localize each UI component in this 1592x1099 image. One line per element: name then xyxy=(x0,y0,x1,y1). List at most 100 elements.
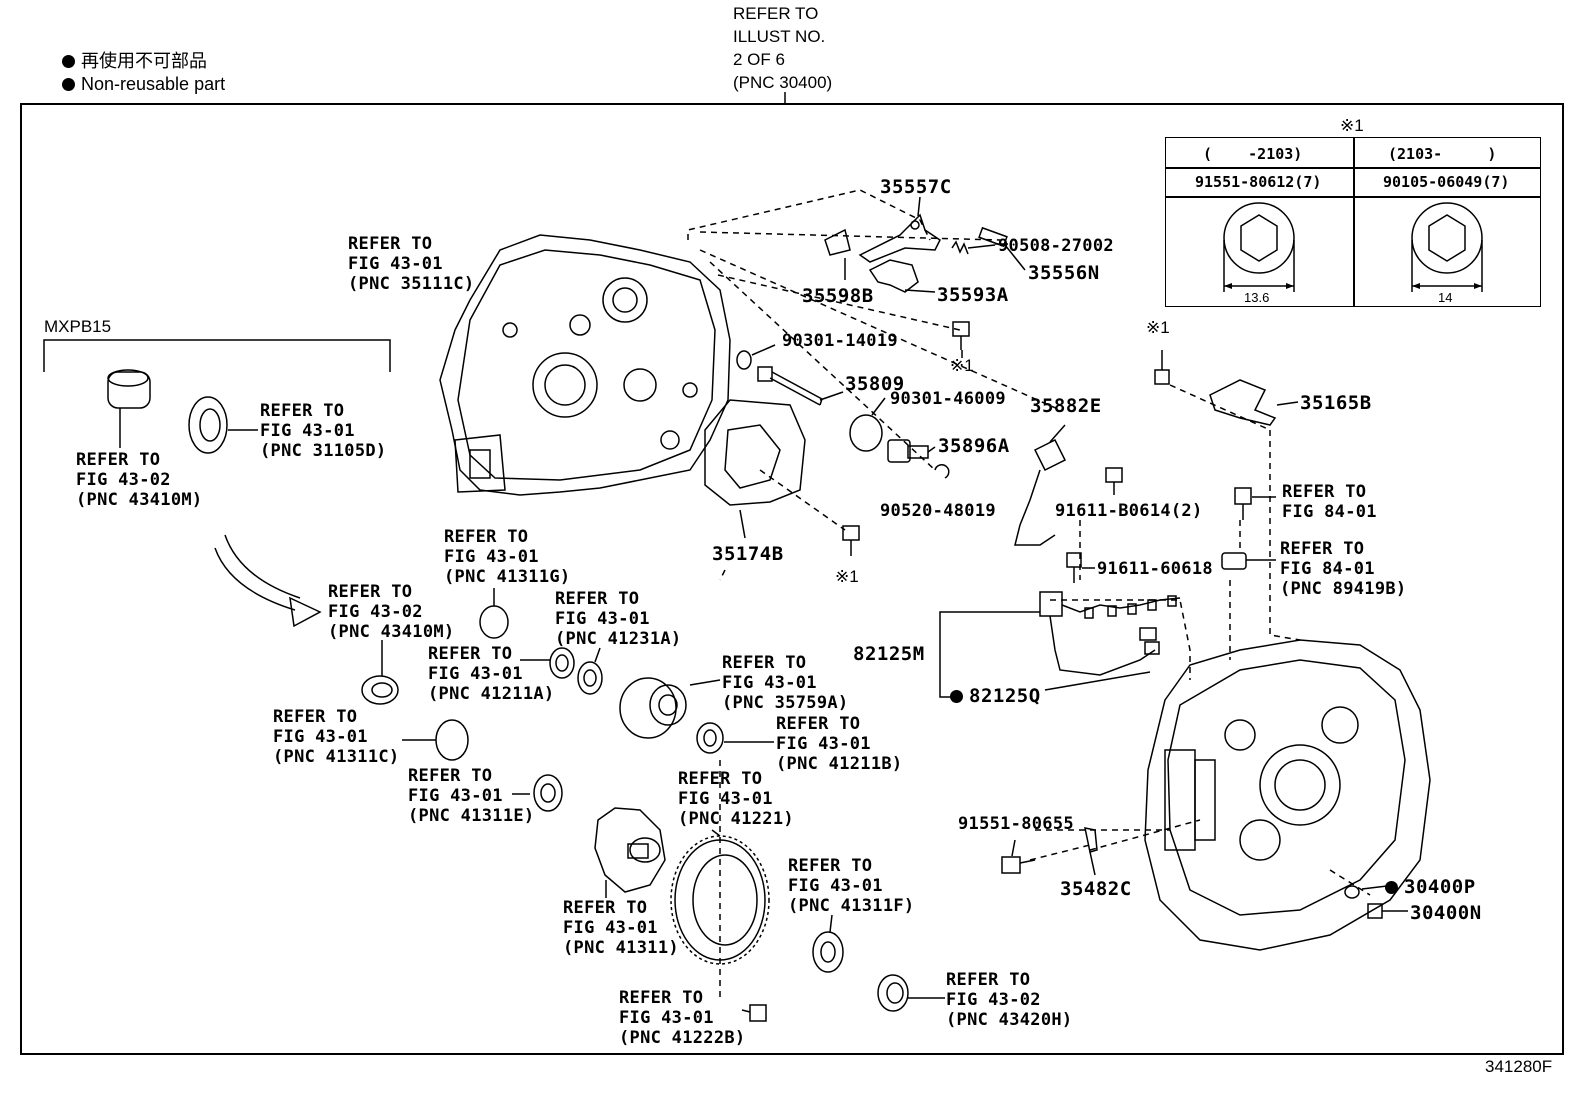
shim-41311e-drawing[interactable] xyxy=(512,774,563,812)
gear-35896a-drawing[interactable] xyxy=(887,439,936,463)
table-part-left[interactable]: 91551-80612(7) xyxy=(1195,173,1322,191)
ref-35759a-l2: FIG 43-01 xyxy=(722,673,817,693)
part-90301-14019[interactable]: 90301-14019 xyxy=(782,331,898,351)
ring-gear-41221-drawing[interactable] xyxy=(670,829,770,965)
transaxle-case-drawing[interactable] xyxy=(1144,639,1431,951)
table-head-right: (2103- ) xyxy=(1388,145,1497,163)
part-90301-46009[interactable]: 90301-46009 xyxy=(890,389,1006,409)
shim-41311g-drawing[interactable] xyxy=(479,605,509,639)
part-35557c[interactable]: 35557C xyxy=(880,176,952,198)
bolt-84-01-drawing[interactable] xyxy=(1234,487,1276,520)
race-41211a-drawing[interactable] xyxy=(520,647,575,679)
bolt-35165b-drawing[interactable] xyxy=(1154,350,1170,385)
bracket-35593a-drawing[interactable] xyxy=(868,259,919,293)
ref-41311-l1: REFER TO xyxy=(563,898,648,918)
part-90520-48019[interactable]: 90520-48019 xyxy=(880,501,996,521)
part-35482c[interactable]: 35482C xyxy=(1060,878,1132,900)
bullet-icon xyxy=(62,78,75,91)
part-91611-b0614[interactable]: 91611-B0614(2) xyxy=(1055,501,1203,521)
refer-top-l1[interactable]: REFER TO xyxy=(733,4,819,23)
part-35598b[interactable]: 35598B xyxy=(802,285,874,307)
o-ring-90301-14019-drawing[interactable] xyxy=(736,350,752,370)
gear-35759a-drawing[interactable] xyxy=(619,677,721,739)
race-41211b-drawing[interactable] xyxy=(696,722,774,754)
shim-41311c-drawing[interactable] xyxy=(435,719,469,761)
ref-35111c-l3: (PNC 35111C) xyxy=(348,274,475,294)
ref-43410m-a-l2: FIG 43-02 xyxy=(76,470,171,490)
bearing-41231a-drawing[interactable] xyxy=(577,647,603,695)
bracket-35882e-drawing[interactable] xyxy=(1014,424,1067,546)
part-35174b[interactable]: 35174B xyxy=(712,543,784,565)
spring-90508-drawing[interactable] xyxy=(951,240,996,255)
part-35882e[interactable]: 35882E xyxy=(1030,395,1102,417)
bolt-91611-60618-drawing[interactable] xyxy=(1066,552,1095,583)
ref-41311g-l1: REFER TO xyxy=(444,527,529,547)
plug-30400n-drawing[interactable] xyxy=(1367,903,1408,919)
refer-top-l4[interactable]: (PNC 30400) xyxy=(733,73,833,92)
part-35165b[interactable]: 35165B xyxy=(1300,392,1372,414)
refer-top-l2[interactable]: ILLUST NO. xyxy=(733,27,826,46)
part-91611-60618[interactable]: 91611-60618 xyxy=(1097,559,1213,579)
legend-ja: 再使用不可部品 xyxy=(62,49,207,73)
snap-ring-90520-drawing[interactable] xyxy=(934,464,950,479)
bolt-41222b-drawing[interactable] xyxy=(741,1004,767,1022)
table-part-right[interactable]: 90105-06049(7) xyxy=(1383,173,1510,191)
ref-89419b-l2: FIG 84-01 xyxy=(1280,559,1375,579)
bracket-35557c-drawing[interactable] xyxy=(858,213,941,263)
part-35809[interactable]: 35809 xyxy=(845,373,905,395)
bearing-43410m-b-drawing[interactable] xyxy=(361,640,399,705)
shim-35598b-drawing[interactable] xyxy=(824,228,851,256)
part-30400p[interactable]: 30400P xyxy=(1385,876,1476,898)
cover-35174b-drawing[interactable] xyxy=(704,399,806,539)
shim-41311f-drawing[interactable] xyxy=(812,914,844,973)
wire-harness-82125m-drawing[interactable] xyxy=(939,591,1181,698)
bearing-43410m-a-drawing[interactable] xyxy=(107,369,151,448)
ref-41221-l1: REFER TO xyxy=(678,769,763,789)
part-90508-27002[interactable]: 90508-27002 xyxy=(998,236,1114,256)
sensor-89419b-drawing[interactable] xyxy=(1221,552,1276,570)
part-30400n[interactable]: 30400N xyxy=(1410,902,1482,924)
part-91551-80655[interactable]: 91551-80655 xyxy=(958,814,1074,834)
part-35896a[interactable]: 35896A xyxy=(938,435,1010,457)
part-35593a[interactable]: 35593A xyxy=(937,284,1009,306)
pin-35556n-drawing[interactable] xyxy=(978,226,1026,271)
ref-41222b-l1: REFER TO xyxy=(619,988,704,1008)
part-82125q[interactable]: 82125Q xyxy=(950,685,1041,707)
seal-31105d-drawing[interactable] xyxy=(188,396,258,454)
o-ring-90301-46009-drawing[interactable] xyxy=(849,414,883,452)
refer-top-l3[interactable]: 2 OF 6 xyxy=(733,50,785,69)
bracket-35165b-drawing[interactable] xyxy=(1209,379,1299,426)
bolt-91611-b0614-drawing[interactable] xyxy=(1105,467,1123,495)
bearing-43420h-drawing[interactable] xyxy=(877,974,945,1012)
transaxle-housing-drawing[interactable] xyxy=(439,234,731,496)
ref-31105d-l2: FIG 43-01 xyxy=(260,421,355,441)
differential-case-41311-drawing[interactable] xyxy=(594,807,666,898)
bracket-35482c-drawing[interactable] xyxy=(1084,827,1098,876)
part-82125m[interactable]: 82125M xyxy=(853,643,925,665)
bolt-35174b-drawing[interactable] xyxy=(842,525,860,556)
shaft-35809-drawing[interactable] xyxy=(757,366,844,406)
bolt-91551-80655-drawing[interactable] xyxy=(1001,839,1036,874)
part-35556n[interactable]: 35556N xyxy=(1028,262,1100,284)
o-ring-30400p-drawing[interactable] xyxy=(1344,885,1360,899)
bolt-note-drawing[interactable] xyxy=(952,321,970,350)
